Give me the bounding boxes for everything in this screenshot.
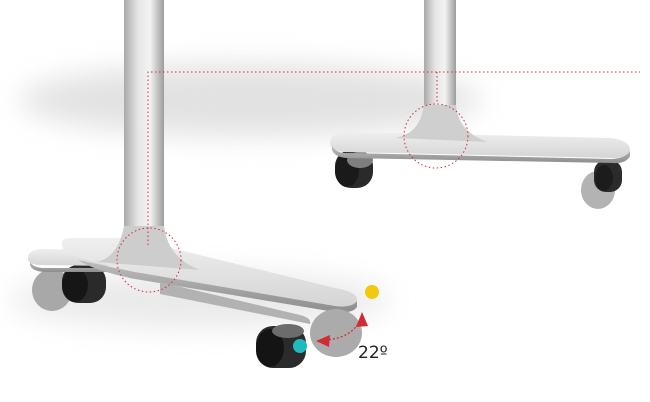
rear-foot-bar bbox=[330, 132, 630, 158]
caster-ghost bbox=[32, 269, 72, 311]
cyan-marker-dot bbox=[293, 339, 307, 353]
caster-wheel bbox=[256, 324, 306, 368]
joint-highlight-circle bbox=[403, 103, 469, 169]
yellow-marker-dot bbox=[365, 285, 379, 299]
caster-wheel bbox=[335, 150, 373, 188]
front-pole bbox=[124, 0, 164, 232]
guide-lines bbox=[116, 71, 640, 293]
joint-highlight-circle bbox=[116, 227, 182, 293]
caster-ghost bbox=[310, 309, 362, 357]
rear-table-base bbox=[330, 0, 630, 209]
rotation-arrow-icon bbox=[316, 312, 368, 347]
rear-pole bbox=[424, 0, 456, 110]
caster-wheel bbox=[594, 160, 622, 192]
floor-shadow-back bbox=[20, 64, 480, 136]
caster-wheel bbox=[62, 265, 106, 303]
front-table-base bbox=[28, 0, 362, 368]
angle-label: 22º bbox=[358, 343, 388, 363]
